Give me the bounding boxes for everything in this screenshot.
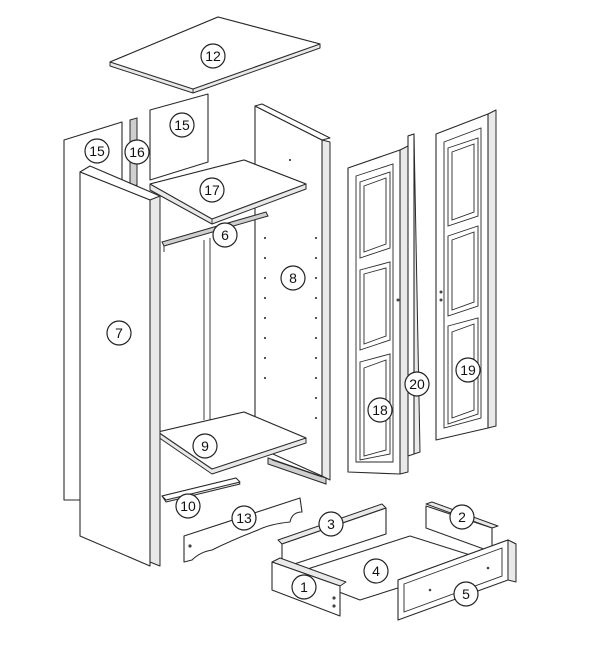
- badge-13: 13: [231, 505, 257, 531]
- badge-15-right: 15: [169, 112, 195, 138]
- badge-1: 1: [291, 574, 317, 600]
- badge-5: 5: [453, 581, 479, 607]
- lower-shelf: [157, 411, 307, 475]
- badge-3-label: 3: [327, 516, 335, 532]
- badge-2-label: 2: [458, 509, 466, 525]
- badge-7: 7: [106, 320, 132, 346]
- door-strip: [407, 133, 421, 457]
- badge-15-right-label: 15: [174, 117, 190, 133]
- badge-4-label: 4: [372, 563, 380, 579]
- badge-17: 17: [199, 177, 225, 203]
- badge-7-label: 7: [115, 325, 123, 341]
- badge-4: 4: [363, 558, 389, 584]
- badge-15-left-label: 15: [89, 143, 105, 159]
- badge-16: 16: [124, 139, 150, 165]
- badge-9: 9: [192, 433, 218, 459]
- badge-1-label: 1: [300, 579, 308, 595]
- badge-20-label: 20: [409, 376, 425, 392]
- badge-12: 12: [200, 43, 226, 69]
- badge-13-label: 13: [236, 510, 252, 526]
- badge-15-left: 15: [84, 138, 110, 164]
- badge-18-label: 18: [372, 402, 388, 418]
- badge-8-label: 8: [289, 270, 297, 286]
- drawer-front: [397, 539, 517, 621]
- badge-3: 3: [318, 511, 344, 537]
- badge-17-label: 17: [204, 182, 220, 198]
- badge-10-label: 10: [180, 498, 196, 514]
- badge-19: 19: [455, 357, 481, 383]
- badge-9-label: 9: [201, 438, 209, 454]
- badge-8: 8: [280, 265, 306, 291]
- badge-10: 10: [175, 493, 201, 519]
- badge-16-label: 16: [129, 144, 145, 160]
- badge-6: 6: [212, 222, 238, 248]
- right-door: [435, 109, 497, 441]
- badge-19-label: 19: [460, 362, 476, 378]
- badge-2: 2: [449, 504, 475, 530]
- badge-20: 20: [404, 371, 430, 397]
- plinth-strip: [161, 477, 241, 503]
- upper-shelf: [149, 159, 307, 225]
- badge-12-label: 12: [205, 48, 221, 64]
- left-side-panel: [79, 165, 161, 567]
- badge-18: 18: [367, 397, 393, 423]
- left-door: [347, 145, 409, 475]
- badge-5-label: 5: [462, 586, 470, 602]
- badge-6-label: 6: [221, 227, 229, 243]
